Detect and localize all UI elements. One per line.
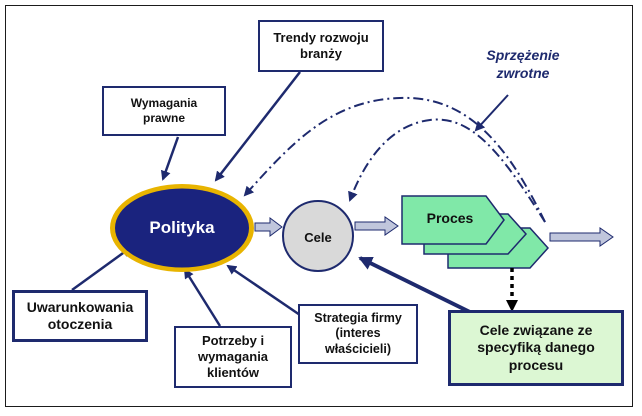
industry-trends-box: Trendy rozwoju branży [258,20,384,72]
feedback-pointer-arrow [474,94,509,132]
feedback-curve-inner [348,118,546,223]
legal-requirements-box: Wymagania prawne [102,86,226,136]
process-specific-goals-box: Cele związane ze specyfiką danego proces… [448,310,624,386]
arrow-process-output [549,227,614,247]
goals-label: Cele [304,230,332,245]
arrow-strategy-to-policy [226,264,301,317]
arrow-policy-to-goals [254,217,283,237]
process-chevron-front [401,195,505,245]
policy-label: Polityka [149,218,215,237]
arrow-legal-to-policy [160,136,180,181]
client-needs-box: Potrzeby i wymagania klientów [174,326,292,388]
feedback-label: Sprzężenie zwrotne [486,47,560,81]
process-label: Proces [426,210,474,226]
arrow-specific-goals-to-goals [358,256,479,318]
company-strategy-box: Strategia firmy (interes właścicieli) [298,304,418,364]
arrow-goals-to-process [354,216,399,236]
arrow-trends-to-policy [214,71,301,182]
diagram-frame [5,5,633,407]
policy-ellipse-inner [115,188,249,268]
feedback-curve-outer [243,96,546,223]
arrow-clients-to-policy [183,268,222,327]
goals-circle [282,200,354,272]
arrow-environment-to-policy [71,246,132,292]
environment-conditions-box: Uwarunkowania otoczenia [12,290,148,342]
